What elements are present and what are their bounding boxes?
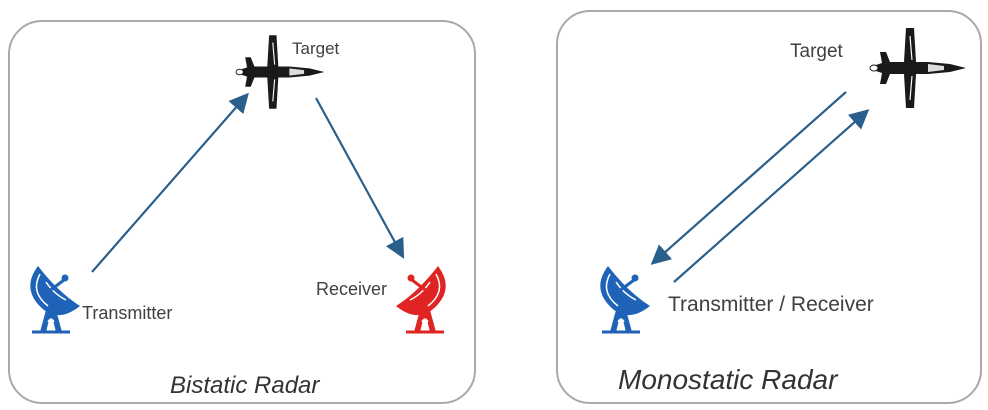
bistatic-title: Bistatic Radar <box>170 372 320 399</box>
monostatic-transceiver-label: Transmitter / Receiver <box>668 293 874 316</box>
monostatic-target-aircraft-icon <box>869 27 967 109</box>
bistatic-radar-panel <box>8 20 476 404</box>
bistatic-reflect-arrow <box>315 97 405 259</box>
bistatic-receiver-label: Receiver <box>316 279 388 299</box>
bistatic-target-label: Target <box>292 39 340 58</box>
monostatic-target-label: Target <box>790 41 843 62</box>
bistatic-transmit-arrow <box>91 92 249 273</box>
bistatic-transmitter-dish-icon <box>28 264 82 334</box>
monostatic-transceiver-dish-icon <box>598 264 652 334</box>
bistatic-transmitter-label: Transmitter <box>82 303 173 323</box>
monostatic-echo-arrow <box>650 91 847 265</box>
monostatic-transmit-arrow <box>673 109 870 283</box>
bistatic-receiver-dish-icon <box>394 264 448 334</box>
monostatic-title: Monostatic Radar <box>618 364 838 395</box>
